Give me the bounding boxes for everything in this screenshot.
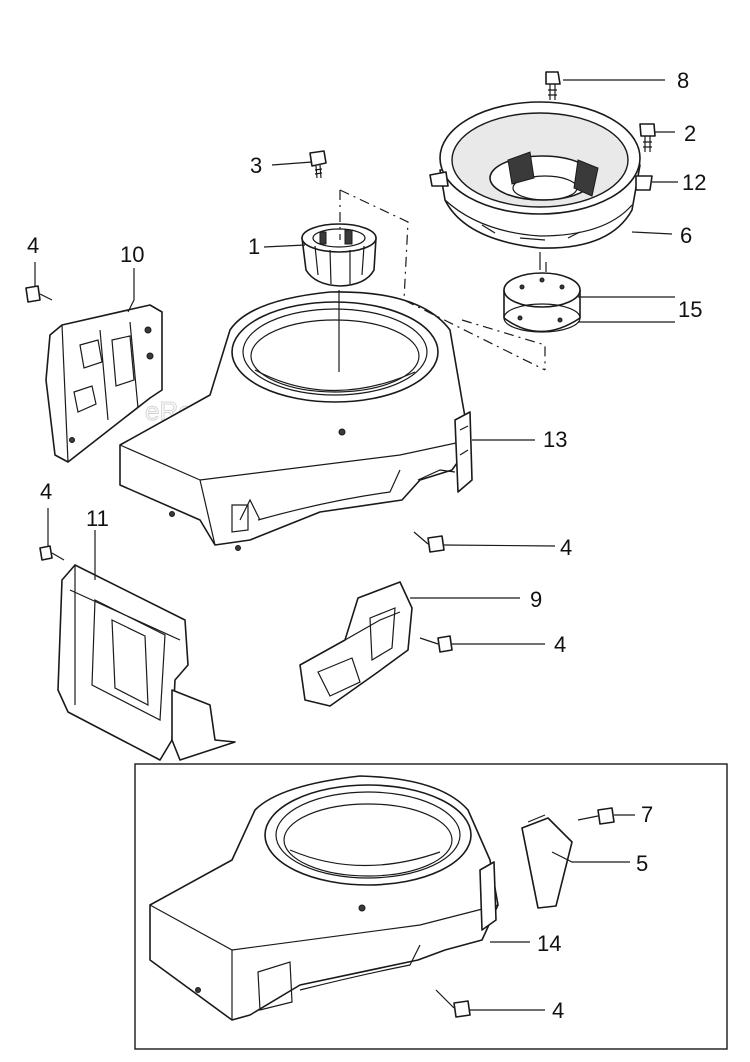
part-11-bracket [57, 564, 236, 761]
part-4-bolt-upper-left [25, 285, 53, 303]
callout-2: 2 [684, 121, 696, 146]
callout-4-upper-left: 4 [27, 233, 39, 258]
callout-8: 8 [677, 68, 689, 93]
blower-housing [119, 291, 471, 551]
callout-11: 11 [86, 506, 109, 531]
callout-14: 14 [537, 931, 561, 956]
callout-labels: 3 1 8 2 12 6 15 10 4 13 4 4 11 9 4 7 5 1… [27, 68, 706, 1023]
assembly-lines [338, 189, 546, 372]
callout-12: 12 [682, 170, 706, 195]
callout-4-housing: 4 [560, 535, 572, 560]
callout-10: 10 [120, 242, 144, 267]
part-1-hub [301, 223, 377, 287]
callout-1: 1 [248, 234, 260, 259]
callout-9: 9 [530, 587, 542, 612]
part-2-bolt [639, 123, 656, 152]
inset-alternate-housing [134, 763, 728, 1050]
part-13-bracket [454, 411, 473, 493]
callout-4-lower-left: 4 [40, 479, 52, 504]
part-4-bolt-housing [413, 531, 445, 553]
part-6-fan-ring [429, 101, 653, 249]
callout-5: 5 [636, 851, 648, 876]
part-15-screen [503, 262, 581, 333]
part-10-bracket [45, 304, 163, 463]
part-9-bracket [299, 581, 413, 707]
part-4-bolt-bracket [419, 635, 453, 653]
part-4-bolt-lower-left [39, 545, 65, 561]
part-3-bolt [309, 150, 327, 179]
callout-7: 7 [641, 802, 653, 827]
leader-lines [34, 79, 678, 1011]
callout-4-bracket: 4 [554, 632, 566, 657]
callout-6: 6 [680, 223, 692, 248]
part-8-bolt [545, 71, 561, 100]
callout-13: 13 [543, 427, 567, 452]
callout-15: 15 [678, 297, 702, 322]
callout-3: 3 [250, 153, 262, 178]
callout-4-inset: 4 [552, 998, 564, 1023]
